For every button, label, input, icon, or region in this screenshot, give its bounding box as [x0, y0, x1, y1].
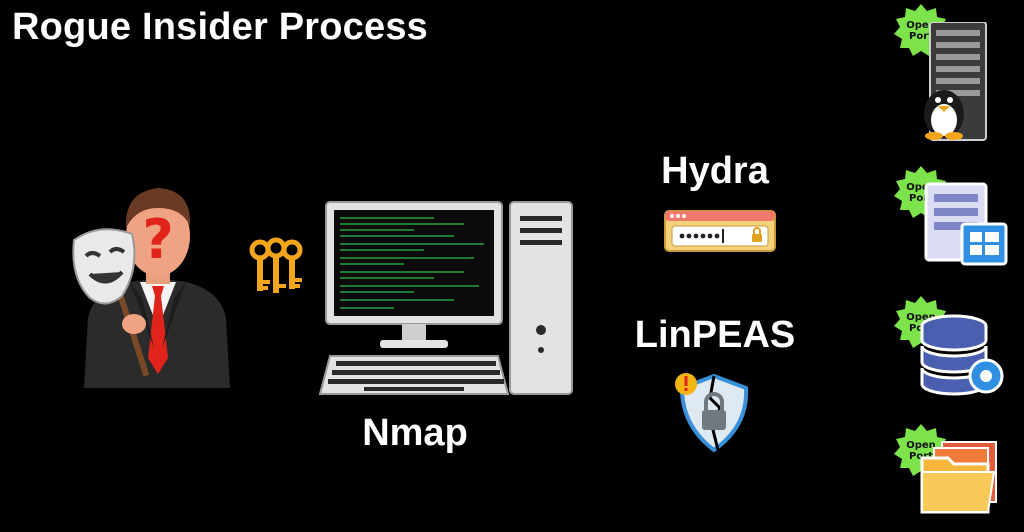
file-folder-icon — [920, 441, 997, 514]
linpeas-label: LinPEAS — [634, 314, 796, 356]
masked-man-icon: ? — [72, 188, 230, 388]
nmap-label: Nmap — [362, 412, 468, 454]
windows-server-icon — [924, 182, 1008, 266]
password-box-icon — [664, 210, 776, 252]
svg-text:?: ? — [142, 208, 173, 271]
hydra-label: Hydra — [661, 150, 769, 192]
badge-line1: Open — [906, 312, 936, 323]
page-title: Rogue Insider Process — [12, 6, 429, 48]
badge-line1: Open — [906, 20, 936, 31]
database-server-icon — [920, 314, 1004, 396]
linux-server-icon — [924, 22, 987, 141]
badge-line2: Port — [909, 31, 933, 42]
badge-line1: Open — [906, 440, 936, 451]
badge-line1: Open — [906, 182, 936, 193]
keys-icon — [249, 237, 303, 293]
desktop-computer-icon — [318, 201, 573, 395]
broken-shield-lock-icon — [675, 373, 749, 453]
badge-line2: Port — [909, 193, 933, 204]
